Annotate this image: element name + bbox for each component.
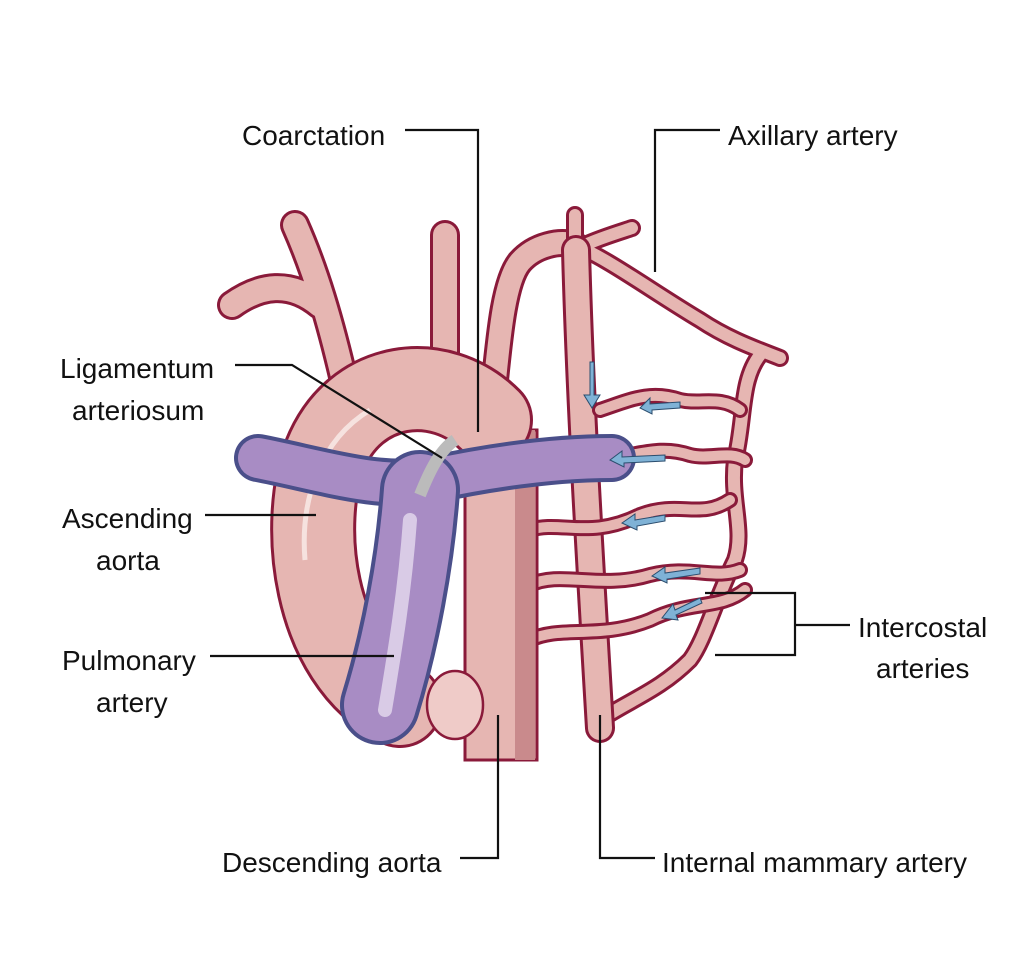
label-ascending-line1: Ascending [62,503,193,534]
ligamentum-arteriosum [414,435,459,498]
label-ascending-line2: aorta [96,545,160,576]
label-pulmonary-line2: artery [96,687,168,718]
arrow-icon [609,450,666,468]
intercostal-arteries [522,387,753,648]
label-pulmonary-line1: Pulmonary [62,645,196,676]
arrow-icon [583,361,601,409]
label-coarctation: Coarctation [242,120,385,151]
label-intercostal-line1: Intercostal [858,612,987,643]
arrow-icon [650,566,701,584]
label-ligamentum-line1: Ligamentum [60,353,214,384]
arrow-icon [620,513,666,531]
label-descending-aorta: Descending aorta [222,847,442,878]
axillary-network [566,206,789,729]
label-internal-mammary: Internal mammary artery [662,847,967,878]
leader-lines [205,128,850,860]
arrow-icon [639,396,681,415]
label-intercostal-line2: arteries [876,653,969,684]
arrow-icon [661,597,703,621]
label-axillary-artery: Axillary artery [728,120,898,151]
internal-mammary-artery [561,235,615,743]
flow-arrows [583,361,703,621]
label-ligamentum-line2: arteriosum [72,395,204,426]
